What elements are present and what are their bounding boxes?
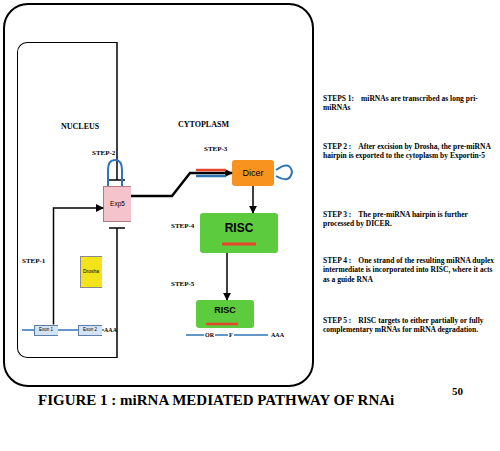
exportin-box: Exp5: [103, 186, 131, 222]
node-text: Exon 1: [39, 328, 53, 333]
mirna-strand: [196, 169, 226, 172]
step-row: STEP 5 :RISC targets to either partially…: [323, 316, 495, 335]
exon-box: Exon 1: [34, 325, 58, 336]
node-text: Exon 2: [83, 328, 97, 333]
nuclear-membrane: [116, 228, 118, 358]
node-text: Drosha: [83, 269, 99, 274]
reference-number: 50: [452, 386, 463, 397]
compartment-label: CYTOPLASM: [178, 121, 229, 129]
gene-strand: [102, 329, 104, 331]
dicer-box: Dicer: [232, 160, 274, 186]
step-number: STEP 2 :: [323, 142, 351, 151]
pathway-arrow: [131, 173, 232, 196]
step-number: STEP 5 :: [323, 316, 351, 325]
step-row: STEP 4 :One strand of the resulting miRN…: [323, 256, 495, 284]
orf-label: F: [228, 332, 234, 338]
enzyme-box: Drosha: [80, 256, 102, 288]
step-row: STEP 2 :After excision by Drosha, the pr…: [323, 142, 495, 161]
pre-mirna-hairpin: [108, 160, 122, 186]
membrane-t-bar: [109, 179, 125, 181]
gene-strand: [58, 329, 78, 331]
pathway-arrow: [252, 186, 254, 213]
step-label: STEP-4: [171, 223, 194, 230]
risc-complex: RISC: [196, 300, 254, 328]
step-label: STEP-5: [171, 281, 194, 288]
node-text: RISC: [214, 306, 236, 315]
step-label: STEP-3: [204, 146, 227, 153]
step-label: STEP-2: [92, 150, 115, 157]
risc-complex: RISC: [200, 213, 278, 253]
step-number: STEPS 1:: [323, 94, 354, 103]
polya-tail: AAA: [104, 327, 117, 333]
step-label: STEP-1: [22, 258, 45, 265]
node-text: Exp5: [110, 201, 125, 208]
mrna-strand: [186, 334, 268, 336]
pathway-arrow: [226, 253, 228, 300]
step-row: STEPS 1:miRNAs are transcribed as long p…: [323, 94, 495, 113]
polya-tail: AAA: [270, 332, 285, 338]
step-number: STEP 4 :: [323, 256, 351, 265]
exon-box: Exon 2: [78, 325, 102, 336]
orf-label: OR: [204, 332, 215, 338]
node-text: NUCLEUS: [61, 123, 99, 131]
hairpin-loop: [276, 165, 292, 179]
figure-caption: FIGURE 1 : miRNA MEDIATED PATHWAY OF RNA…: [38, 393, 394, 408]
membrane-t-bar: [109, 227, 125, 229]
nuclear-membrane: [116, 42, 118, 180]
step-row: STEP 3 :The pre-miRNA hairpin is further…: [323, 210, 495, 229]
gene-strand: [22, 329, 34, 331]
passenger-strand: [196, 175, 226, 178]
node-text: Dicer: [242, 169, 263, 178]
node-text: RISC: [225, 222, 254, 234]
pathway-arrow: [54, 208, 104, 325]
step-number: STEP 3 :: [323, 210, 351, 219]
nucleus-compartment: NUCLEUS DroshaExon 1 Exon 2: [17, 42, 117, 358]
cell-outline: [4, 4, 313, 386]
